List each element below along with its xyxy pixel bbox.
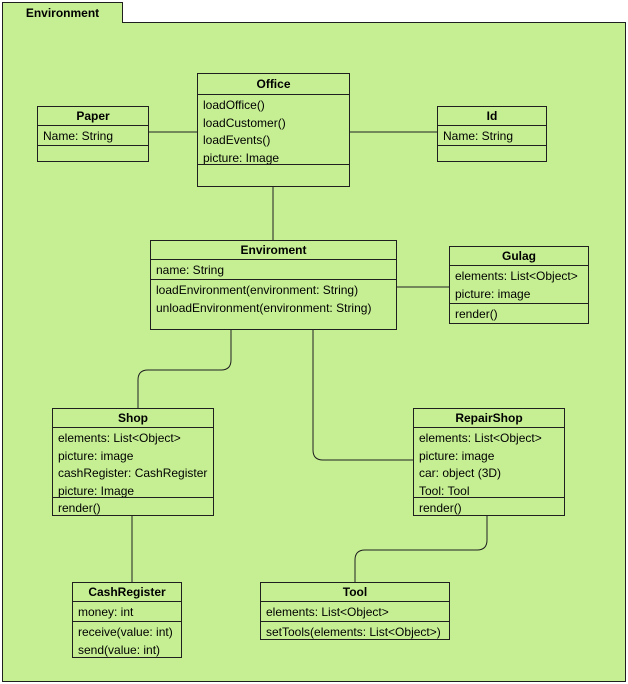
class-member: receive(value: int) <box>78 625 173 639</box>
class-title-enviroment: Enviroment <box>240 243 307 257</box>
class-section: receive(value: int) send(value: int) <box>73 621 181 657</box>
class-member: elements: List<Object> <box>58 431 181 445</box>
class-title-shop: Shop <box>118 411 148 425</box>
connector-enviroment-repairshop[interactable] <box>312 328 413 461</box>
class-section <box>198 164 349 186</box>
class-title-cashregister: CashRegister <box>88 585 166 599</box>
class-enviroment[interactable]: Enviroment name: String loadEnvironment(en… <box>150 240 397 330</box>
class-member: Tool: Tool <box>419 483 470 498</box>
class-member: unloadEnvironment(environment: String) <box>156 300 372 315</box>
class-repairshop[interactable]: RepairShop elements: List<Object> picture:… <box>413 408 565 516</box>
class-member: setTools(elements: List<Object>) <box>266 625 441 639</box>
class-member: elements: List<Object> <box>455 269 578 283</box>
class-cashregister[interactable]: CashRegister money: int receive(value: int… <box>72 582 182 658</box>
class-title-office: Office <box>256 77 291 91</box>
class-title-id: Id <box>486 109 498 123</box>
class-member: elements: List<Object> <box>266 605 389 619</box>
class-section: Name: String <box>38 125 148 145</box>
class-section: render() <box>450 303 588 323</box>
class-section: loadEnvironment(environment: String) unlo… <box>151 279 396 329</box>
class-member: picture: Image <box>203 150 280 165</box>
class-member: loadEvents() <box>203 133 271 147</box>
frame-tab[interactable]: Environment <box>2 2 123 23</box>
class-member: loadOffice() <box>203 98 265 112</box>
class-member: name: String <box>156 263 225 277</box>
class-title-paper: Paper <box>76 109 110 123</box>
class-member: picture: Image <box>58 483 135 498</box>
class-member: money: int <box>78 605 134 619</box>
class-section: elements: List<Object> picture: image car:… <box>414 427 564 497</box>
class-section: render() <box>53 497 213 515</box>
class-title-repairshop: RepairShop <box>455 411 523 425</box>
class-member: loadCustomer() <box>203 115 286 130</box>
class-member: picture: image <box>455 286 531 301</box>
class-member: elements: List<Object> <box>419 431 542 445</box>
class-member: render() <box>58 501 101 515</box>
class-member: car: object (3D) <box>419 466 502 480</box>
class-member: cashRegister: CashRegister <box>58 466 208 480</box>
class-member: Name: String <box>443 129 514 143</box>
class-section: setTools(elements: List<Object>) <box>261 621 449 639</box>
class-gulag[interactable]: Gulag elements: List<Object> picture: imag… <box>449 246 589 324</box>
class-member: render() <box>419 501 462 515</box>
class-section: money: int <box>73 601 181 621</box>
class-title-gulag: Gulag <box>501 249 536 263</box>
connector-repairshop-tool[interactable] <box>354 514 488 582</box>
class-member: loadEnvironment(environment: String) <box>156 283 359 297</box>
class-member: send(value: int) <box>78 642 161 657</box>
class-section <box>38 145 148 161</box>
class-section: name: String <box>151 259 396 279</box>
class-section: Name: String <box>438 125 546 145</box>
class-shop[interactable]: Shop elements: List<Object> picture: image… <box>52 408 214 516</box>
class-section: loadOffice() loadCustomer() loadEvents() pi… <box>198 94 349 164</box>
class-tool[interactable]: Tool elements: List<Object> setTools(eleme… <box>260 582 450 640</box>
class-section: elements: List<Object> picture: image <box>450 265 588 303</box>
class-section <box>438 145 546 161</box>
class-member: Name: String <box>43 129 114 143</box>
class-member: picture: image <box>419 448 495 463</box>
class-section: elements: List<Object> <box>261 601 449 621</box>
class-member: picture: image <box>58 448 134 463</box>
class-section: elements: List<Object> picture: image cash… <box>53 427 213 497</box>
frame-title: Environment <box>25 6 100 20</box>
class-title-tool: Tool <box>342 585 368 599</box>
class-office[interactable]: Office loadOffice() loadCustomer() loadEven… <box>197 73 350 187</box>
class-section: render() <box>414 497 564 515</box>
class-member: render() <box>455 307 498 321</box>
connector-enviroment-shop[interactable] <box>137 328 232 408</box>
